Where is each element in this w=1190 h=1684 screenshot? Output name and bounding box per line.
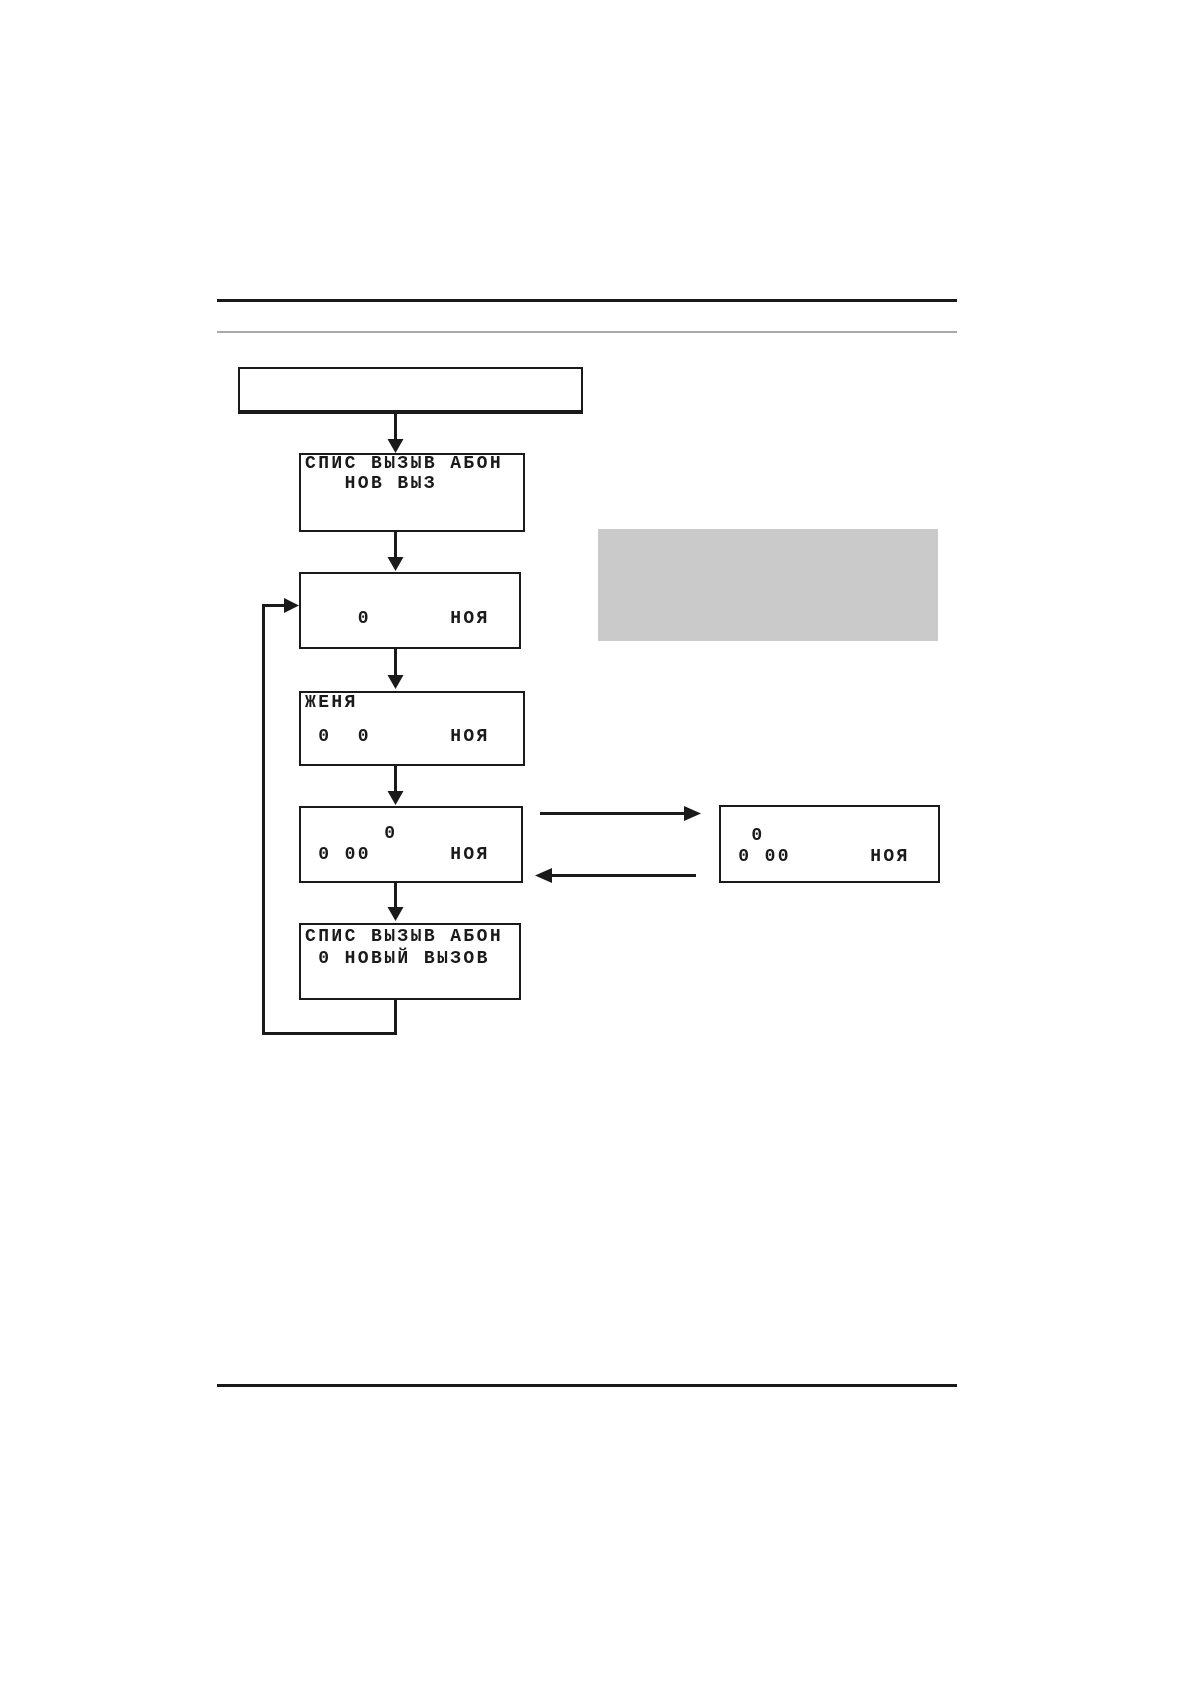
down-arrow-3 bbox=[387, 649, 404, 689]
lcd-line: СПИС ВЫЗЫВ АБОН bbox=[305, 927, 504, 947]
left-arrow bbox=[535, 868, 696, 883]
down-arrow-2 bbox=[387, 532, 404, 571]
lcd-box-date: 0 НОЯ bbox=[299, 572, 521, 649]
down-arrow-4 bbox=[387, 766, 404, 805]
lcd-line: 0 00 НОЯ bbox=[305, 845, 490, 865]
lcd-box-call-list-summary: СПИС ВЫЗЫВ АБОН 0 НОВЫЙ ВЫЗОВ bbox=[299, 923, 521, 1000]
note-box bbox=[598, 529, 938, 641]
right-arrow bbox=[540, 806, 701, 821]
lcd-line: НОВ ВЫЗ bbox=[305, 474, 438, 494]
lcd-box-caller-time: 0 0 00 НОЯ bbox=[299, 806, 523, 883]
down-arrow-5 bbox=[387, 883, 404, 921]
lcd-line: ЖЕНЯ bbox=[305, 693, 358, 713]
header-rule-thin bbox=[217, 331, 957, 333]
lcd-line: 0 0 НОЯ bbox=[305, 727, 490, 747]
lcd-box-caller-time-alt: 0 0 00 НОЯ bbox=[719, 805, 940, 883]
lcd-box-call-list-new: СПИС ВЫЗЫВ АБОН НОВ ВЫЗ bbox=[299, 453, 525, 532]
lcd-line: 0 НОВЫЙ ВЫЗОВ bbox=[305, 949, 490, 969]
start-box bbox=[238, 367, 583, 414]
lcd-line: 0 00 НОЯ bbox=[725, 847, 910, 867]
footer-rule bbox=[217, 1384, 957, 1387]
header-rule-thick bbox=[217, 299, 957, 302]
down-arrow-1 bbox=[387, 414, 404, 453]
lcd-line: 0 bbox=[305, 824, 398, 844]
lcd-line: 0 bbox=[725, 826, 765, 846]
lcd-box-caller-name: ЖЕНЯ 0 0 НОЯ bbox=[299, 691, 525, 766]
lcd-line: 0 НОЯ bbox=[305, 609, 490, 629]
lcd-line: СПИС ВЫЗЫВ АБОН bbox=[305, 454, 504, 474]
